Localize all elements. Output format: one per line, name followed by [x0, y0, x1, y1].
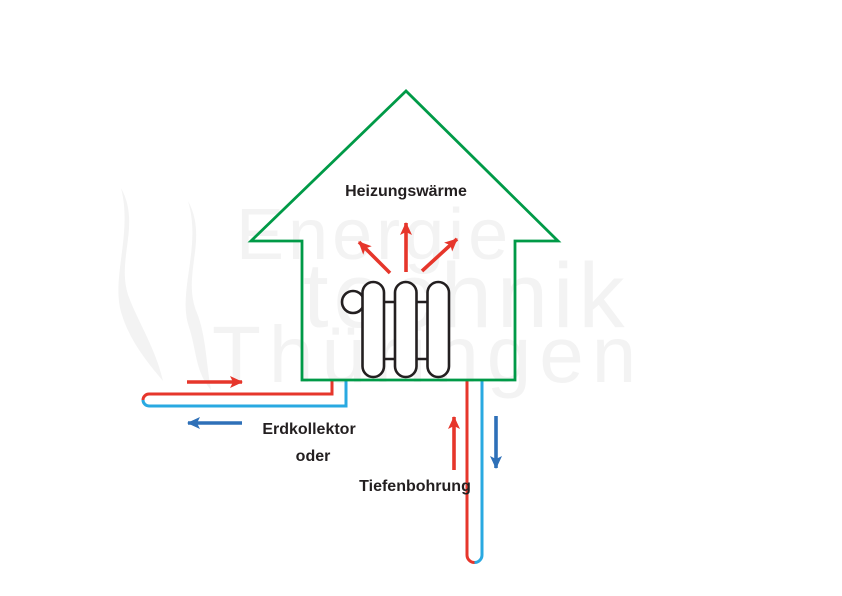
collector-return-pipe	[141, 380, 348, 408]
house-outline	[247, 89, 562, 382]
heat-arrow-right	[420, 237, 459, 273]
watermark-flames	[118, 188, 211, 390]
heat-arrows	[357, 222, 459, 275]
borehole-loop	[448, 380, 502, 564]
borehole-return-pipe	[474, 380, 484, 564]
radiator-valve-icon	[340, 289, 366, 315]
radiator-segment	[361, 280, 386, 379]
ground-collector-label: Erdkollektor	[262, 421, 356, 438]
radiator-segment	[426, 280, 451, 379]
or-label: oder	[295, 448, 331, 465]
heat-arrow-left	[357, 240, 392, 275]
deep-drilling-label: Tiefenbohrung	[359, 478, 471, 495]
collector-supply-pipe	[141, 380, 334, 401]
steam-flame-icon	[185, 201, 211, 390]
radiator-segment	[393, 280, 418, 379]
steam-flame-icon	[118, 188, 163, 381]
radiator-icon	[340, 280, 451, 379]
borehole-supply-pipe	[465, 380, 475, 564]
collector-loop	[141, 376, 348, 429]
heating-heat-label: Heizungswärme	[345, 183, 467, 200]
